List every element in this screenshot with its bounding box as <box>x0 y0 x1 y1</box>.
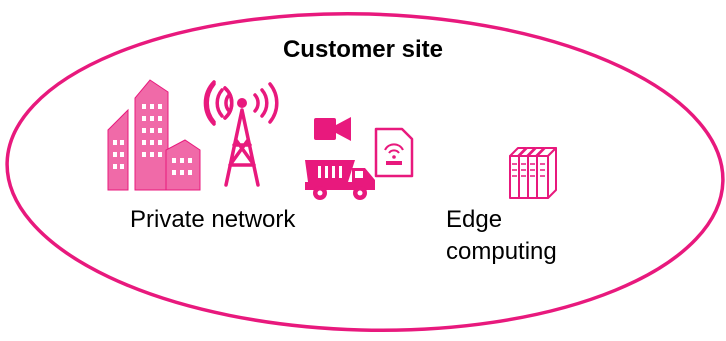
edge-label-line2: computing <box>446 238 557 265</box>
dump-truck-icon <box>305 160 375 200</box>
diagram-title: Customer site <box>282 36 444 63</box>
edge-label-line1: Edge <box>446 206 503 233</box>
sim-card-icon <box>374 127 414 178</box>
server-rack-icon <box>509 147 557 199</box>
customer-site-boundary <box>5 12 725 332</box>
private-network-label: Private network <box>130 206 296 233</box>
video-camera-icon <box>314 117 351 141</box>
edge-computing-label: Edge computing <box>446 204 557 268</box>
radio-tower-icon <box>203 80 279 187</box>
building-icon <box>107 79 201 191</box>
